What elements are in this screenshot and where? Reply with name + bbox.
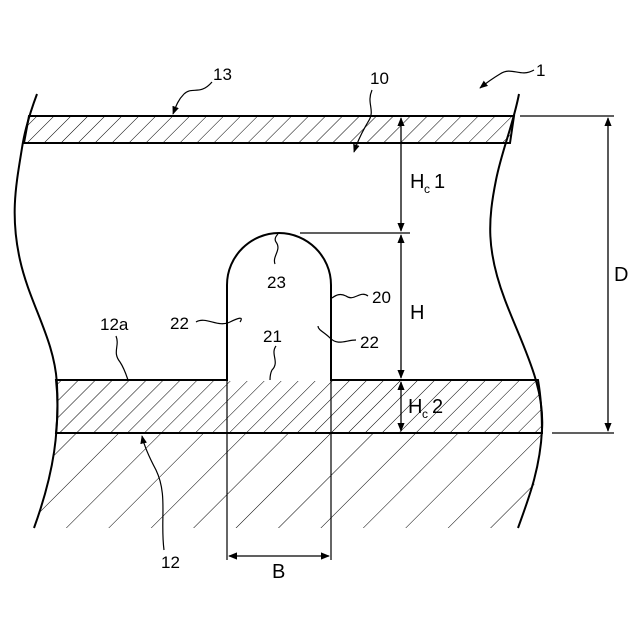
left-boundary bbox=[15, 94, 58, 528]
label-top-23: 23 bbox=[267, 273, 286, 292]
leader-1 bbox=[480, 70, 534, 88]
label-layer-13: 13 bbox=[213, 65, 232, 84]
label-protrusion-20: 20 bbox=[372, 288, 391, 307]
leader-20 bbox=[332, 294, 368, 298]
label-device-1: 1 bbox=[536, 61, 545, 80]
svg-text:H: H bbox=[410, 171, 424, 193]
svg-text:2: 2 bbox=[432, 396, 443, 418]
leader-13 bbox=[173, 82, 212, 114]
protrusion-20 bbox=[227, 233, 331, 381]
label-substrate-12: 12 bbox=[161, 553, 180, 572]
dim-label-b: B bbox=[272, 561, 285, 583]
substrate-hatch-region bbox=[34, 433, 542, 528]
svg-text:1: 1 bbox=[434, 171, 445, 193]
dim-label-hc1: H c 1 bbox=[410, 171, 445, 196]
middle-layer-12a bbox=[56, 380, 542, 433]
dim-label-h: H bbox=[410, 302, 424, 324]
label-side-22-right: 22 bbox=[360, 333, 379, 352]
label-base-21: 21 bbox=[263, 327, 282, 346]
dim-label-d: D bbox=[614, 264, 628, 286]
label-layer-10: 10 bbox=[370, 69, 389, 88]
leader-12a bbox=[116, 336, 128, 380]
top-layer-13 bbox=[24, 116, 514, 143]
svg-text:c: c bbox=[422, 407, 428, 421]
svg-text:c: c bbox=[424, 182, 430, 196]
label-side-22-left: 22 bbox=[170, 314, 189, 333]
label-surface-12a: 12a bbox=[100, 315, 129, 334]
svg-text:H: H bbox=[408, 396, 422, 418]
